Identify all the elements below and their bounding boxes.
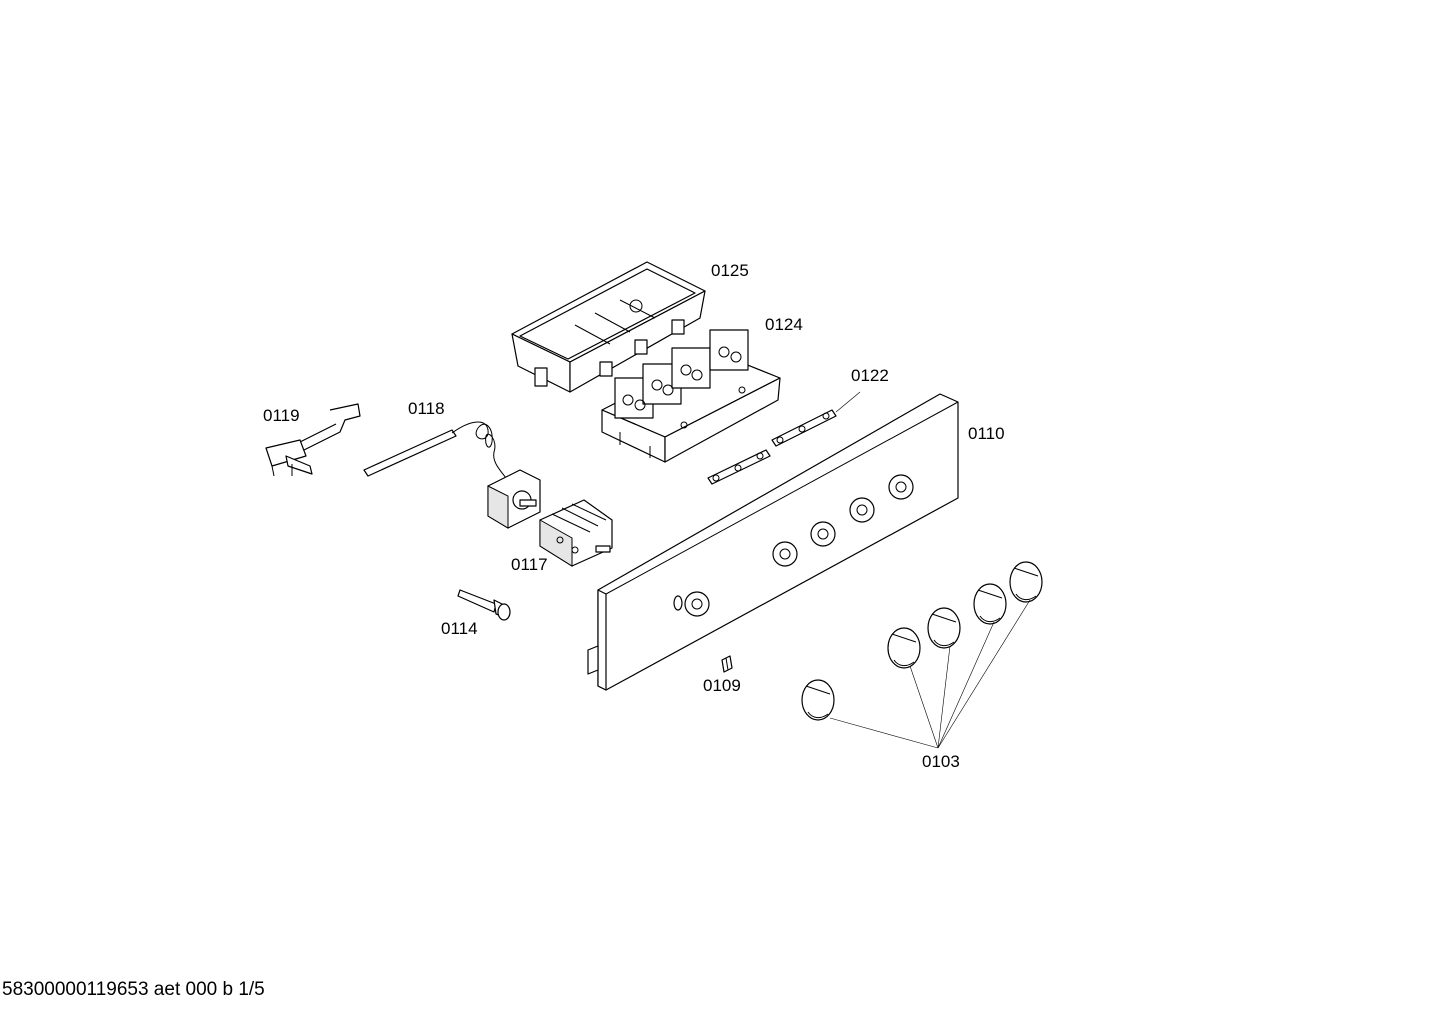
label-0110: 0110 xyxy=(968,424,1005,443)
label-0124: 0124 xyxy=(765,315,803,334)
label-0122: 0122 xyxy=(851,366,889,385)
knob-4 xyxy=(973,583,1007,625)
knob-1 xyxy=(801,679,835,721)
part-0110-control-panel xyxy=(587,393,959,691)
part-0103-knobs xyxy=(801,561,1043,749)
part-0109-clip xyxy=(721,655,733,673)
knob-3 xyxy=(927,607,961,649)
part-0118-thermostat xyxy=(363,421,541,529)
label-0117: 0117 xyxy=(511,555,548,574)
label-0109: 0109 xyxy=(703,676,741,695)
part-0125-housing xyxy=(511,261,706,393)
label-0125: 0125 xyxy=(711,261,749,280)
knob-5 xyxy=(1009,561,1043,603)
document-id-footer: 58300000119653 aet 000 b 1/5 xyxy=(2,979,265,1000)
part-0122-links xyxy=(707,391,861,485)
label-0118: 0118 xyxy=(408,399,445,418)
part-0117-selector-switch xyxy=(539,499,613,567)
label-0103: 0103 xyxy=(922,752,960,771)
label-0114: 0114 xyxy=(441,619,478,638)
label-0119: 0119 xyxy=(263,406,300,425)
knob-2 xyxy=(887,627,921,669)
part-0124-switch-block xyxy=(601,329,781,463)
part-0119-bracket xyxy=(265,403,361,477)
part-0114-switch xyxy=(457,589,511,621)
